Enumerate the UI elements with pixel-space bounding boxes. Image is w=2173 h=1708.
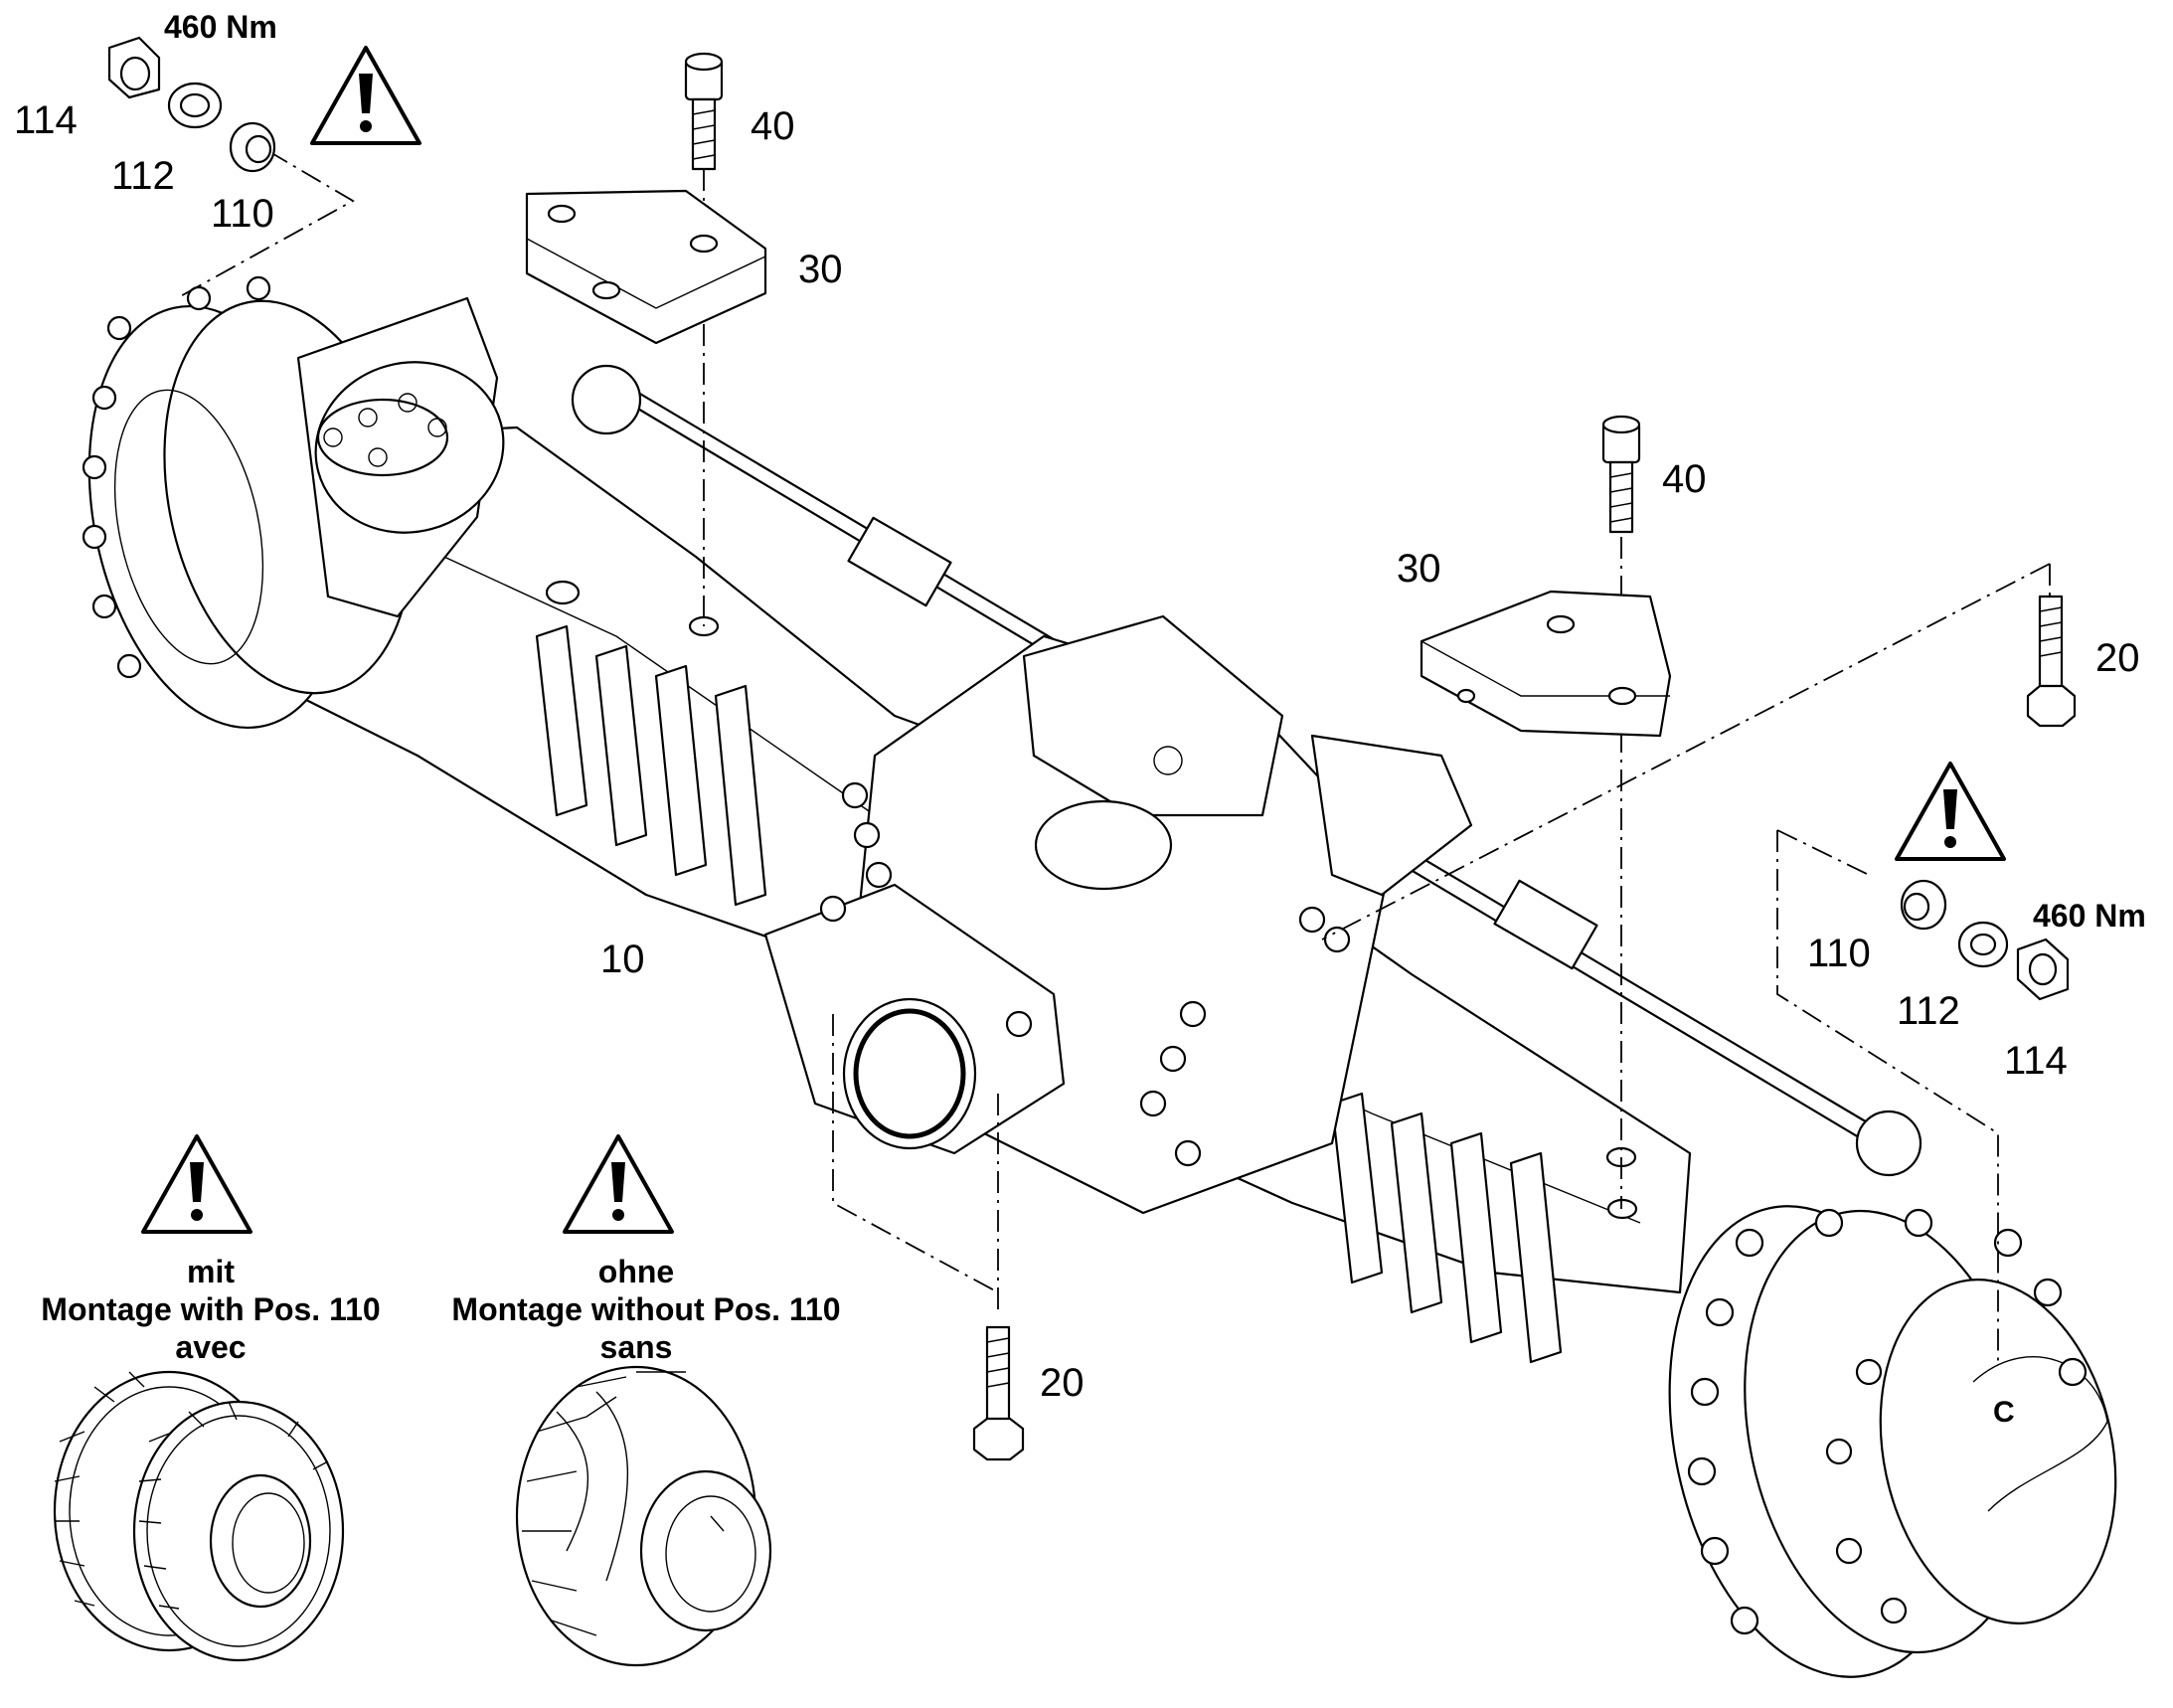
mounting-plate [1420, 590, 1672, 738]
bushing [1900, 879, 1947, 931]
note-without-pos-110: ohne Montage without Pos. 110 sans [451, 1254, 840, 1365]
warning-icon [141, 1134, 252, 1234]
note-with-line1: mit [187, 1254, 235, 1289]
housing-ribs-right [1330, 1092, 1563, 1364]
note-with-line3: avec [175, 1329, 246, 1365]
callout-114-left: 114 [14, 98, 78, 142]
axle-assembly: C [82, 275, 2117, 1678]
callout-112-left: 112 [111, 154, 175, 198]
washer [1957, 921, 2009, 968]
torque-label-left: 460 Nm [164, 9, 277, 45]
double-gear [53, 1370, 345, 1662]
callout-10: 10 [600, 938, 645, 981]
right-wheel-hub: C [1668, 1205, 2117, 1678]
hex-bolt [2026, 595, 2077, 728]
note-without-line1: ohne [598, 1254, 674, 1289]
callout-20-bottom: 20 [1040, 1361, 1085, 1405]
callout-40-right: 40 [1662, 457, 1707, 501]
socket-head-screw [1601, 415, 1641, 534]
note-with-line2: Montage with Pos. 110 [41, 1291, 380, 1327]
washer [167, 82, 223, 129]
hex-nut [2016, 938, 2070, 1001]
mounting-plate [525, 189, 767, 345]
bushing [229, 121, 276, 173]
svg-text:C: C [1993, 1396, 2015, 1429]
housing-ribs-left [535, 624, 767, 907]
callout-30-right: 30 [1397, 547, 1441, 591]
note-with-pos-110: mit Montage with Pos. 110 avec [41, 1254, 380, 1365]
warning-icon [1895, 762, 2006, 861]
callout-110-left: 110 [211, 192, 274, 236]
callout-114-right: 114 [2004, 1039, 2068, 1083]
hex-bolt [972, 1325, 1025, 1461]
diff-bolts [841, 781, 1351, 1167]
torque-label-right: 460 Nm [2033, 898, 2146, 934]
socket-head-screw [684, 52, 724, 171]
note-without-line2: Montage without Pos. 110 [451, 1291, 840, 1327]
callout-30-left: 30 [798, 248, 843, 291]
callout-20-right: 20 [2095, 636, 2140, 680]
bevel-gear [515, 1365, 772, 1667]
note-without-line3: sans [600, 1329, 673, 1365]
hex-nut [107, 36, 161, 99]
callout-40-left: 40 [751, 104, 795, 148]
warning-icon [563, 1134, 674, 1234]
left-wheel-hub [82, 275, 505, 730]
callout-112-right: 112 [1897, 989, 1960, 1033]
warning-icon [310, 46, 421, 145]
callout-labels: 460 Nm 114 112 110 40 30 40 30 20 460 Nm… [14, 9, 2146, 1405]
callout-110-right: 110 [1807, 932, 1871, 975]
